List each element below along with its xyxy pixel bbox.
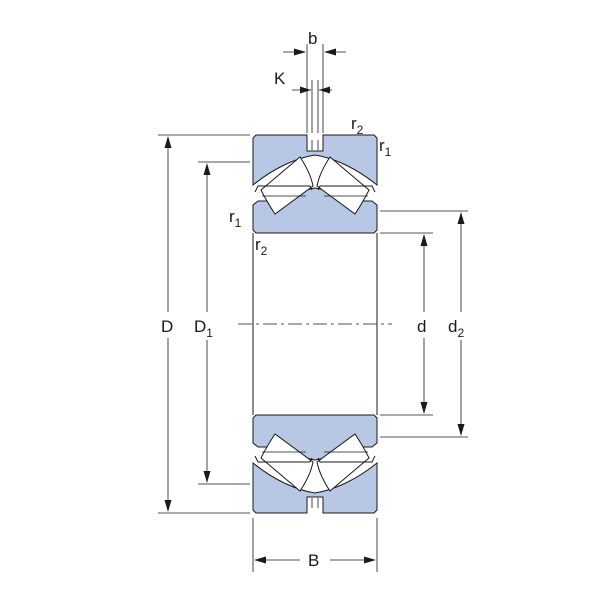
bottom-section <box>252 414 378 514</box>
top-section <box>252 134 378 234</box>
chamfer-r1-top-label: r1 <box>379 136 392 159</box>
chamfer-r2-top-label: r2 <box>351 114 364 137</box>
dim-D-label: D <box>161 317 173 336</box>
dim-D1-label: D1 <box>194 317 213 340</box>
dim-d-label: d <box>417 317 426 336</box>
dim-d2-label: d2 <box>448 317 464 340</box>
dim-b-label: b <box>308 29 317 48</box>
chamfer-r2-left-label: r2 <box>255 235 268 258</box>
dim-B-label: B <box>308 551 319 570</box>
dim-K-label: K <box>274 69 286 88</box>
chamfer-r1-left-label: r1 <box>229 207 242 230</box>
